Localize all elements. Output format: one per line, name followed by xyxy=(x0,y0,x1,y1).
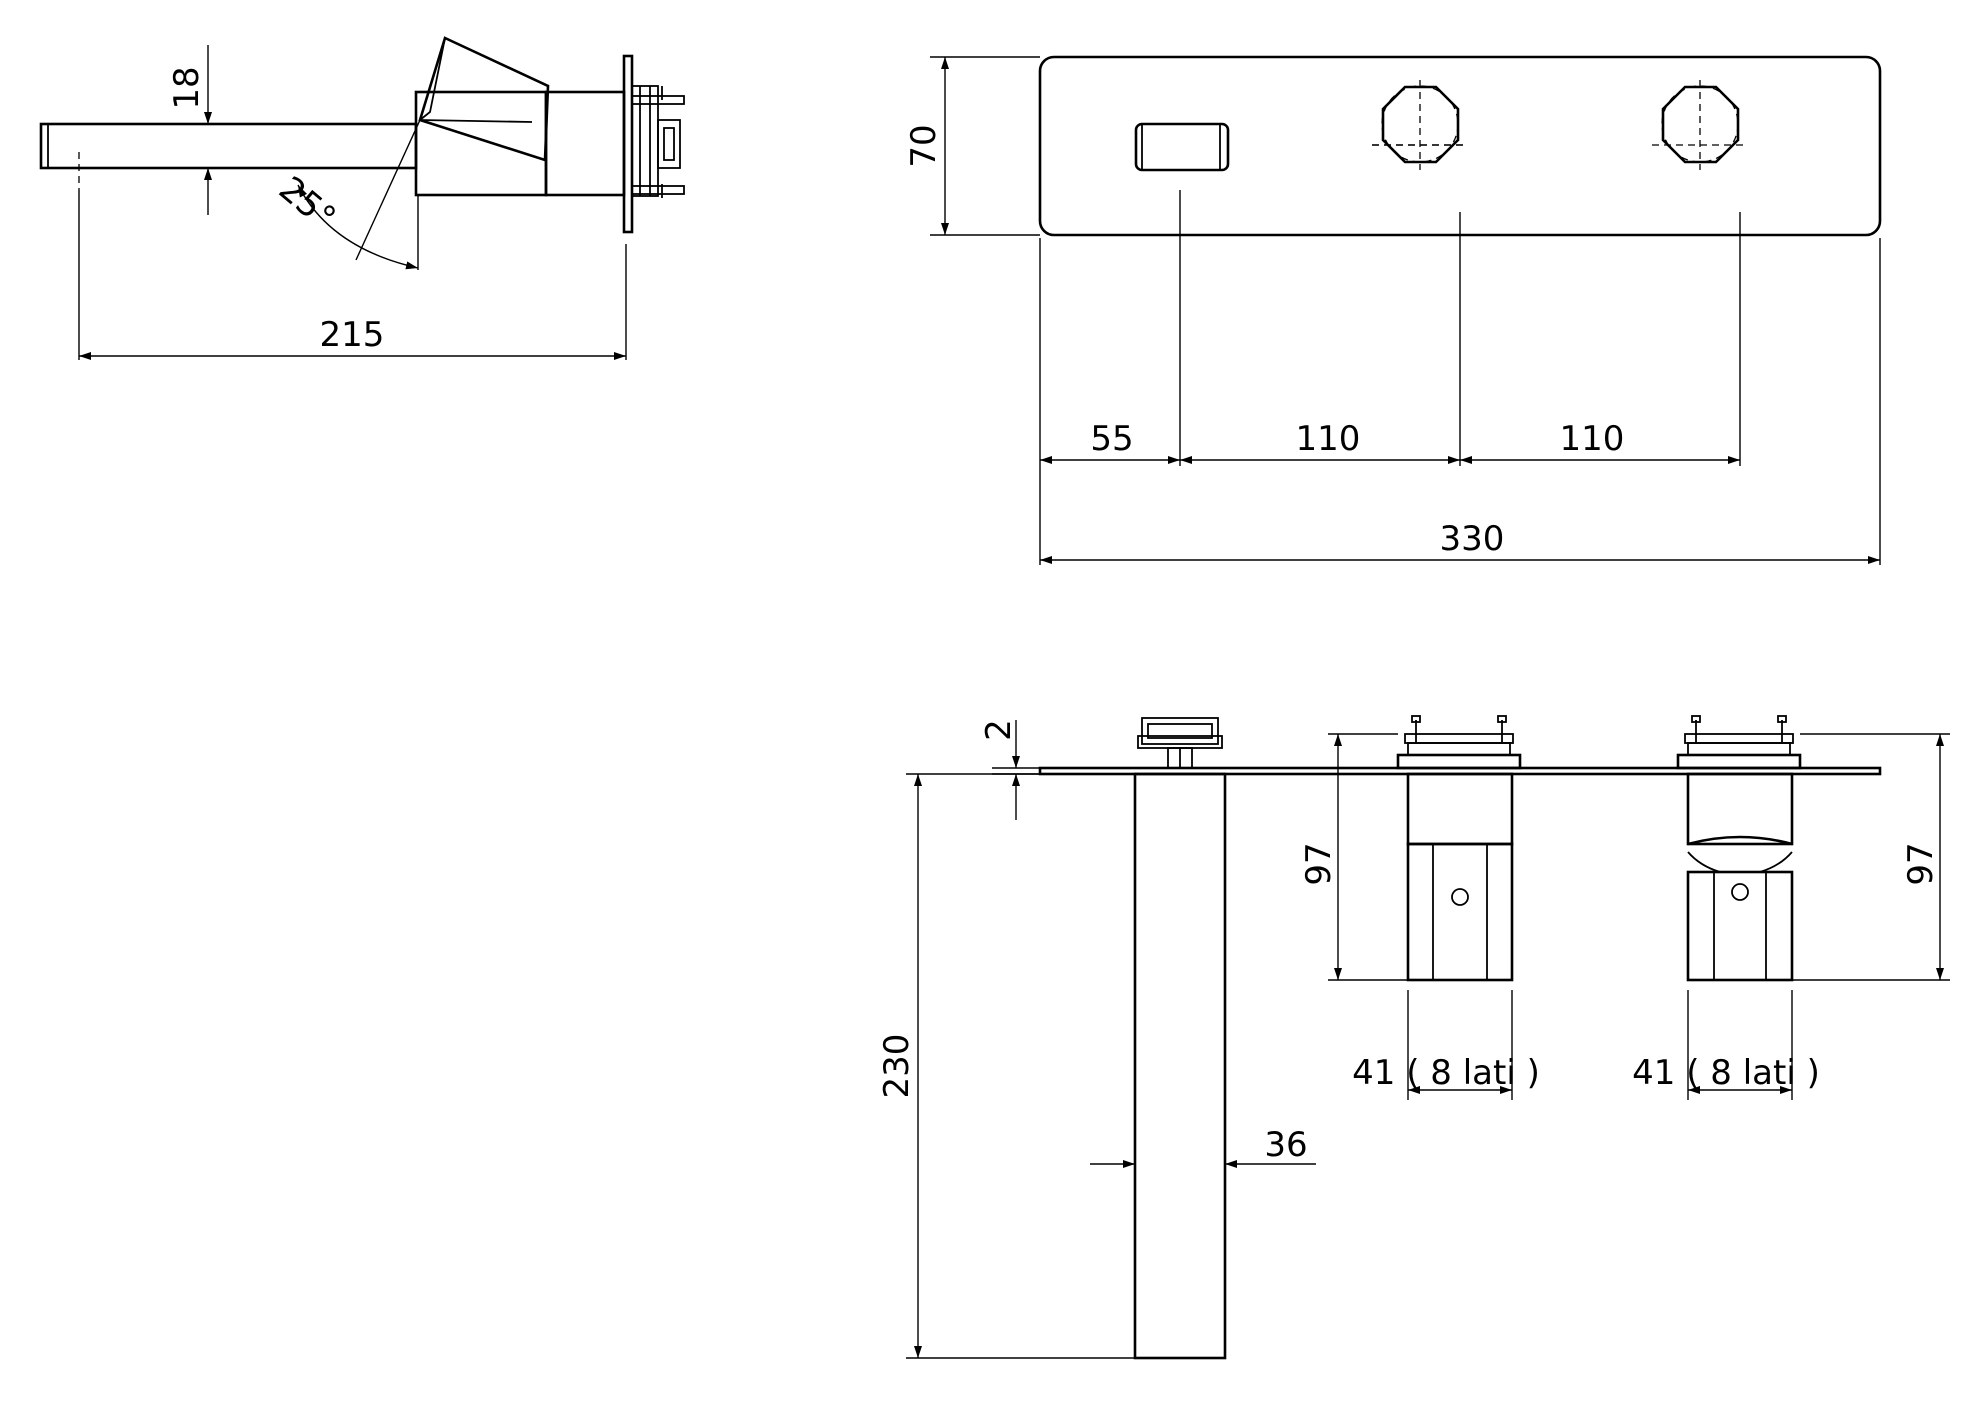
knob-left xyxy=(1372,80,1468,170)
valve-right xyxy=(1676,715,1802,982)
dim-label-97-right: 97 xyxy=(1901,842,1941,885)
valve-left xyxy=(1396,715,1522,982)
dim-label-230: 230 xyxy=(877,1034,917,1099)
side-view: 18 25° 215 xyxy=(39,36,685,360)
dim-label-36: 36 xyxy=(1264,1125,1307,1165)
dim-label-110-b: 110 xyxy=(1560,419,1625,459)
dim-label-41-right: 41 ( 8 lati ) xyxy=(1632,1053,1820,1093)
dim-label-55: 55 xyxy=(1090,419,1133,459)
knob-right xyxy=(1652,80,1748,170)
top-view: 2 97 97 230 36 41 ( 8 lati ) 41 ( 8 lati… xyxy=(877,715,1950,1360)
dim-label-330: 330 xyxy=(1440,519,1505,559)
dim-label-70: 70 xyxy=(904,124,944,167)
dim-label-215: 215 xyxy=(320,315,385,355)
dim-label-18: 18 xyxy=(167,66,207,109)
dim-label-97-left: 97 xyxy=(1299,842,1339,885)
dim-label-41-left: 41 ( 8 lati ) xyxy=(1352,1053,1540,1093)
dim-label-2: 2 xyxy=(979,719,1019,741)
dim-label-110-a: 110 xyxy=(1296,419,1361,459)
front-view: 70 55 110 110 330 xyxy=(904,55,1882,565)
